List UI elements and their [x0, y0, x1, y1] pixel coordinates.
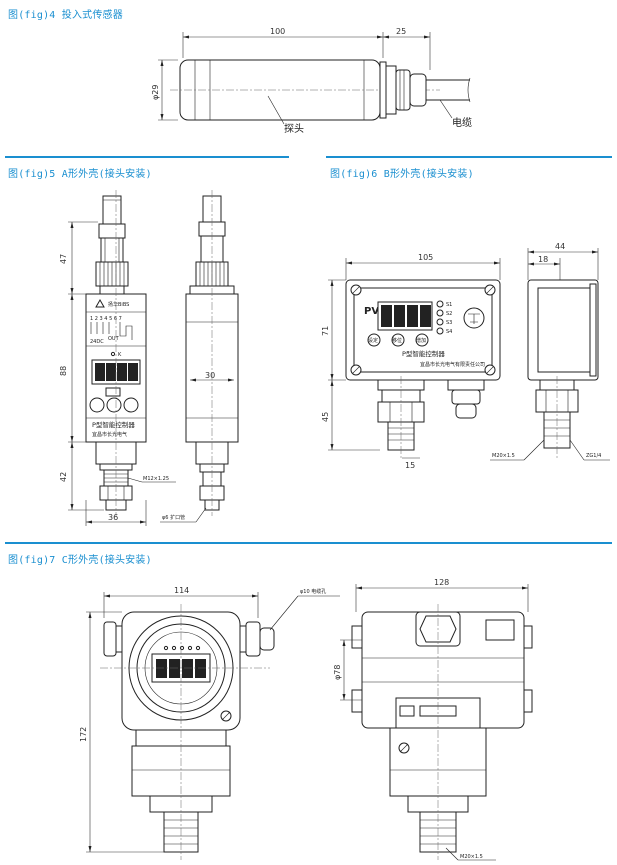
caption-fig5: 图(fig)5 A形外壳(接头安装) [8, 169, 152, 180]
fig4-dim-tail: 25 [396, 27, 406, 36]
fig6-b-type-housing: 105 PV S1 S2 S3 S4 设定 移位 增加 P型智能控制器 [321, 242, 610, 470]
fig7-dim-dia: φ78 [333, 665, 342, 680]
fig6-btn1: 设定 [368, 337, 378, 344]
fig6-dim-small: 15 [405, 461, 415, 470]
fig7-cable-label: φ10 电缆孔 [300, 588, 326, 595]
fig6-pv: PV [364, 306, 379, 317]
fig6-led1: S1 [446, 302, 452, 308]
fig4-dim-dia: φ29 [151, 85, 160, 100]
fig5-dim-width: 36 [108, 513, 118, 522]
fig7-dim-w: 114 [174, 586, 189, 595]
fig4-label-cable: 电缆 [452, 116, 472, 129]
fig6-led4: S4 [446, 329, 452, 335]
fig5-thread: M12×1.25 [143, 476, 169, 482]
fig5-dim-bot: 42 [59, 472, 68, 482]
fig6-title: P型智能控制器 [402, 349, 445, 358]
fig6-led3: S3 [446, 320, 452, 326]
fig6-btn3: 增加 [416, 337, 426, 344]
fig6-led2: S2 [446, 311, 452, 317]
divider-fig7 [5, 542, 612, 544]
fig5-a-type-housing: 扬华BiBS 1 2 3 4 5 6 7 24DC OUT K P型智能控制器 … [59, 190, 239, 526]
fig6-dim-b: 45 [321, 412, 330, 422]
fig6-btn2: 移位 [392, 337, 402, 344]
caption-fig7: 图(fig)7 C形外壳(接头安装) [8, 555, 152, 566]
caption-fig4: 图(fig)4 投入式传感器 [8, 10, 123, 21]
fig6-dim-h: 71 [321, 326, 330, 336]
fig6-thread: M20×1.5 [492, 453, 515, 459]
fig6-dim-w: 105 [418, 253, 433, 262]
fig6-maker: 宜昌市长光电气有限责任公司 [420, 361, 485, 368]
fig5-panel-title: P型智能控制器 [92, 420, 135, 429]
fig6-dim-d2: 18 [538, 255, 548, 264]
divider-fig6 [326, 156, 612, 158]
fig5-panel-brand: 扬华BiBS [108, 301, 129, 308]
fig5-panel-k: K [118, 352, 122, 358]
fig7-dim-w2: 128 [434, 578, 449, 587]
fig5-panel-maker: 宜昌市长光电气 [92, 431, 127, 438]
fig5-dim-side: 30 [205, 371, 215, 380]
caption-fig6: 图(fig)6 B形外壳(接头安装) [330, 169, 474, 180]
fig6-thread2: ZG1/4 [586, 453, 601, 459]
fig5-pipe: φ6 扩口管 [162, 514, 185, 521]
fig5-panel-24v: 24DC [90, 339, 104, 345]
fig7-dim-h: 172 [79, 727, 88, 742]
fig5-dim-mid: 88 [59, 366, 68, 376]
fig5-dim-top: 47 [59, 254, 68, 264]
divider-fig5 [5, 156, 289, 158]
fig5-panel-nums: 1 2 3 4 5 6 7 [90, 316, 122, 322]
fig6-dim-d: 44 [555, 242, 565, 251]
fig7-c-type-housing: 114 [79, 578, 533, 861]
fig4-submersible-sensor: 100 25 φ29 探头 电缆 [151, 27, 472, 135]
fig5-panel-out: OUT [108, 336, 120, 342]
fig4-dim-length: 100 [270, 27, 285, 36]
fig7-thread: M20×1.5 [460, 854, 483, 860]
fig4-label-probe: 探头 [284, 122, 304, 135]
